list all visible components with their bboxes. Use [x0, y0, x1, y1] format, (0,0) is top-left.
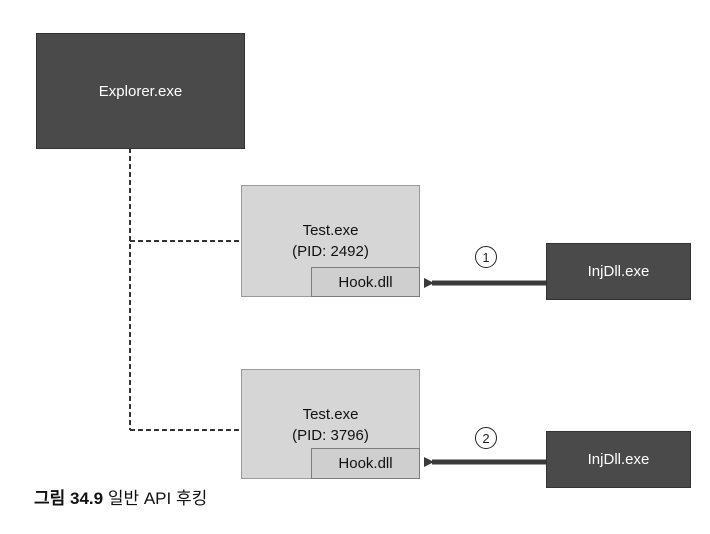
step-2-marker: 2 [475, 427, 497, 449]
injector2-label: InjDll.exe [587, 451, 650, 468]
figure-title: 일반 API 후킹 [107, 489, 208, 508]
figure-number: 그림 34.9 [34, 489, 104, 508]
injector-box-2: InjDll.exe [546, 431, 691, 488]
step-1-circle [475, 246, 497, 268]
injector-box-1: InjDll.exe [546, 243, 691, 300]
explorer-process-box: Explorer.exe [36, 33, 245, 149]
test1-pid: (PID: 2492) [292, 243, 369, 260]
figure-caption: 그림 34.9 일반 API 후킹 [34, 484, 207, 509]
test1-name: Test.exe [302, 222, 359, 239]
step-1-marker: 1 [475, 246, 497, 268]
explorer-label: Explorer.exe [98, 82, 183, 100]
hook-dll-box-1: Hook.dll [311, 267, 420, 297]
step-1-number: 1 [482, 249, 490, 265]
hook-dll-box-2: Hook.dll [311, 448, 420, 479]
hook2-label: Hook.dll [338, 455, 393, 472]
hook1-label: Hook.dll [338, 273, 393, 291]
test2-name: Test.exe [302, 406, 359, 423]
step-2-number: 2 [482, 430, 490, 446]
step-2-circle [475, 427, 497, 449]
injector1-label: InjDll.exe [587, 263, 650, 280]
test2-pid: (PID: 3796) [292, 427, 369, 444]
